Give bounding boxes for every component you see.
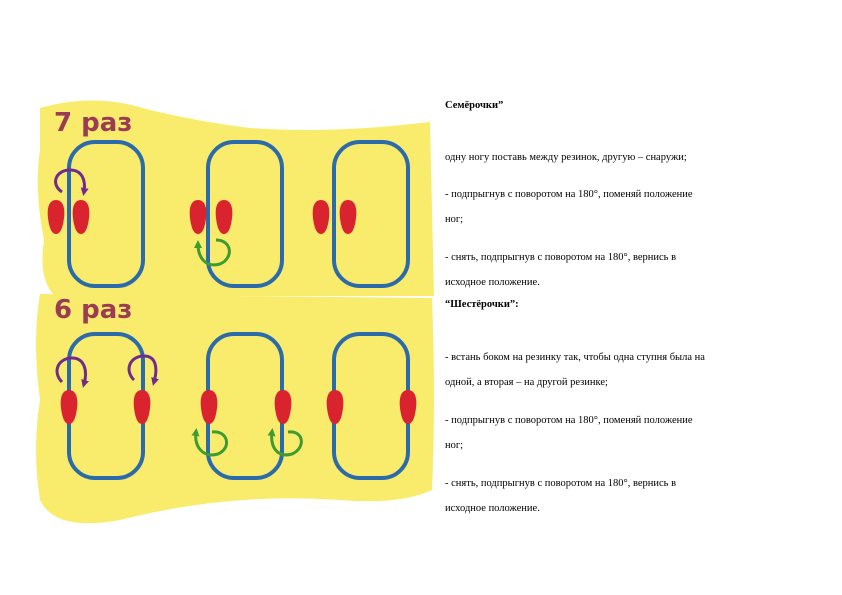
paragraph: - подпрыгнув с поворотом на 180°, поменя…	[445, 189, 693, 200]
heading-shesterochki: “Шестёрочки”:	[445, 299, 519, 310]
foot-icon	[200, 390, 218, 424]
foot-icon	[133, 390, 151, 424]
foot-icon	[72, 200, 90, 234]
paragraph: исходное положение.	[445, 503, 540, 514]
paragraph: одной, а вторая – на другой резинке;	[445, 377, 608, 388]
paragraph: ног;	[445, 214, 464, 225]
foot-icon	[326, 390, 344, 424]
foot-icon	[189, 200, 207, 234]
foot-icon	[47, 200, 65, 234]
rope-loop	[332, 140, 410, 288]
panel-label-seven: 7 раз	[54, 108, 132, 138]
panel-label-six: 6 раз	[54, 295, 132, 325]
paragraph: - встань боком на резинку так, чтобы одн…	[445, 352, 705, 363]
foot-icon	[215, 200, 233, 234]
rotate-arrow-icon	[127, 354, 159, 386]
paragraph: ног;	[445, 440, 464, 451]
paragraph: - подпрыгнув с поворотом на 180°, поменя…	[445, 415, 693, 426]
paragraph: - снять, подпрыгнув с поворотом на 180°,…	[445, 252, 677, 263]
paragraph: исходное положение.	[445, 277, 540, 288]
foot-icon	[339, 200, 357, 234]
paragraph: - снять, подпрыгнув с поворотом на 180°,…	[445, 478, 677, 489]
foot-icon	[312, 200, 330, 234]
foot-icon	[60, 390, 78, 424]
rotate-arrow-icon	[54, 168, 89, 196]
rotate-arrow-icon	[194, 238, 231, 267]
jump-rope-diagram: 7 раз 6 раз	[36, 100, 434, 524]
rotate-arrow-icon	[55, 356, 89, 388]
rotate-arrow-icon	[191, 428, 228, 457]
paragraph: одну ногу поставь между резинок, другую …	[445, 152, 687, 163]
rotate-arrow-icon	[267, 428, 303, 457]
rope-loop	[206, 140, 284, 288]
foot-icon	[274, 390, 292, 424]
yellow-background-bottom	[36, 294, 434, 524]
rope-loop	[67, 140, 145, 288]
foot-icon	[399, 390, 417, 424]
heading-semerochki: Семёрочки”	[445, 100, 504, 111]
